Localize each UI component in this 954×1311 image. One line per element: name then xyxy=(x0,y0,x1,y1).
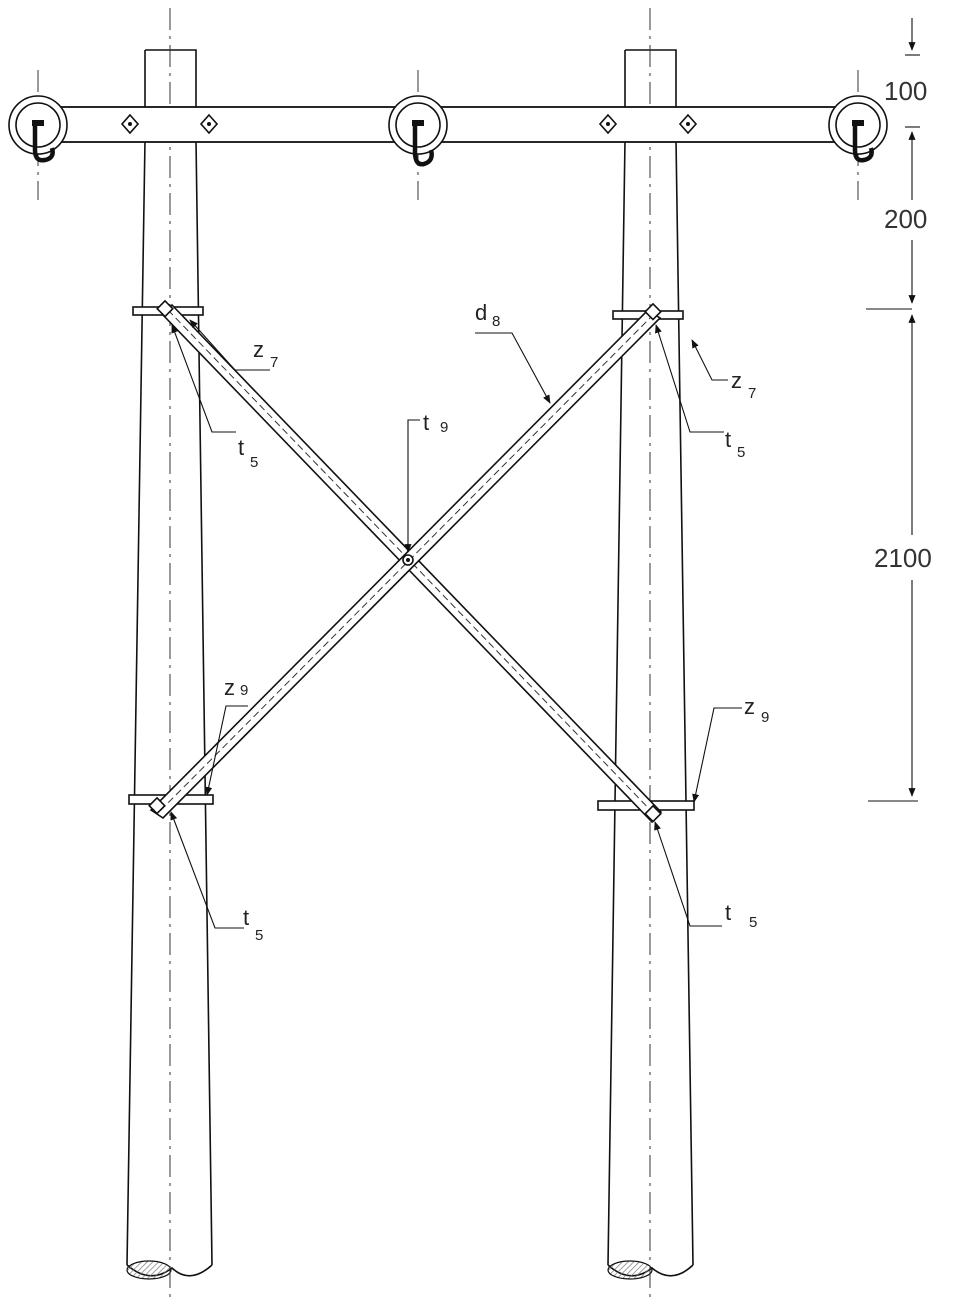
left-pole-base-hatch xyxy=(126,1260,172,1280)
label-sub: 5 xyxy=(255,927,263,944)
label-sub: 7 xyxy=(270,354,278,371)
label-d8: d 8 xyxy=(475,300,500,330)
label-base: t xyxy=(243,905,249,930)
label-base: d xyxy=(475,300,487,325)
label-sub: 9 xyxy=(240,682,248,699)
label-base: t xyxy=(725,427,731,452)
label-base: z xyxy=(744,694,755,719)
left-pole xyxy=(126,8,213,1300)
label-t5-bottom-left: t 5 xyxy=(243,905,263,944)
label-base: z xyxy=(253,337,264,362)
label-t9: t 9 xyxy=(423,410,448,436)
label-z9-left: z 9 xyxy=(224,675,248,700)
dimension-line: 100 200 2100 xyxy=(866,18,932,802)
label-t5-bottom-right: t 5 xyxy=(725,900,757,931)
label-sub: 9 xyxy=(761,709,769,726)
label-t5-top-right: t 5 xyxy=(725,427,745,461)
label-base: t xyxy=(423,410,429,435)
cross-arm xyxy=(54,106,846,143)
label-sub: 9 xyxy=(440,419,448,436)
label-base: z xyxy=(224,675,235,700)
label-t5-top-left: t 5 xyxy=(238,435,258,471)
dimension-100: 100 xyxy=(884,76,927,106)
label-z9-right: z 9 xyxy=(744,694,769,726)
dimension-2100: 2100 xyxy=(874,543,932,573)
center-bolt xyxy=(402,554,414,566)
brace-end-plates xyxy=(148,299,662,823)
label-z7-right: z 7 xyxy=(731,368,756,402)
dimension-200: 200 xyxy=(884,204,927,234)
label-base: t xyxy=(238,435,244,460)
label-sub: 5 xyxy=(737,444,745,461)
label-sub: 7 xyxy=(748,385,756,402)
leaders xyxy=(170,319,742,929)
right-pole-base-hatch xyxy=(607,1260,653,1280)
insulator-right xyxy=(828,70,888,200)
label-sub: 5 xyxy=(749,914,757,931)
label-base: t xyxy=(725,900,731,925)
label-z7-left: z 7 xyxy=(253,337,278,371)
insulator-left xyxy=(8,70,68,200)
arm-bolts xyxy=(120,113,698,135)
label-sub: 8 xyxy=(492,313,500,330)
label-base: z xyxy=(731,368,742,393)
right-pole xyxy=(607,8,694,1300)
insulator-center xyxy=(388,70,448,200)
label-sub: 5 xyxy=(250,454,258,471)
